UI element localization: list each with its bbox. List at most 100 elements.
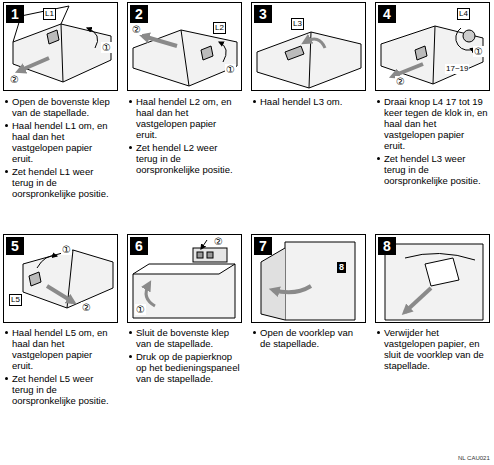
illustration-part: [133, 30, 237, 86]
callout-label: ②: [395, 76, 406, 87]
illustration-part: [133, 264, 235, 274]
step-instruction: Open de voorklep van de stapellade.: [251, 327, 364, 349]
illustration-part: [393, 64, 423, 76]
step-number: 5: [6, 237, 24, 255]
illustration-part: [285, 242, 355, 320]
illustration-part: [201, 240, 207, 249]
illustration-part: [252, 3, 366, 91]
illustration-part: [201, 46, 213, 60]
step-instruction: Haal hendel L3 om.: [251, 96, 364, 107]
callout-label: ①: [61, 244, 72, 255]
step-text-column: Haal hendel L2 om, en haal dan het vastg…: [127, 96, 240, 177]
step-instruction: Zet hendel L3 weer terug in de oorspronk…: [375, 153, 488, 186]
illustration-part: [252, 235, 366, 323]
callout-label: 17~19: [445, 64, 469, 74]
step-instruction: Draai knop L4 17 tot 19 keer tegen de kl…: [375, 96, 488, 151]
step-number: 1: [6, 5, 24, 23]
callout-label: 8: [337, 262, 346, 273]
illustration-part: [433, 26, 435, 84]
step-instruction: Verwijder het vastgelopen papier, en slu…: [375, 327, 488, 371]
step-text-column: Open de voorklep van de stapellade.: [251, 327, 364, 351]
panel-3-drawing: [252, 3, 366, 91]
callout-label: ①: [473, 46, 484, 57]
step-number: 4: [378, 5, 396, 23]
illustration-part: [273, 286, 311, 292]
step-number: 6: [130, 237, 148, 255]
illustration-part: [47, 30, 59, 44]
panel-7-drawing: [252, 235, 366, 323]
illustration-part: [193, 248, 227, 262]
step-text-column: Open de bovenste klep van de stapellade.…: [3, 96, 116, 201]
illustration-part: [133, 264, 235, 318]
illustration-part: [4, 3, 118, 91]
step-number: 2: [130, 5, 148, 23]
illustration-part: [385, 244, 483, 320]
step-text-column: Draai knop L4 17 tot 19 keer tegen de kl…: [375, 96, 488, 188]
step-text-column: Haal hendel L3 om.: [251, 96, 364, 109]
illustration-part: [181, 30, 189, 86]
step-instruction: Zet hendel L1 weer terug in de oorspronk…: [3, 166, 116, 199]
panel-5-drawing: [4, 235, 118, 323]
step-instruction: Zet hendel L2 weer terug in de oorspronk…: [127, 142, 240, 175]
callout-label: ②: [131, 24, 142, 35]
step-instruction: Sluit de bovenste klep van de stapellade…: [127, 327, 240, 349]
callout-label: ②: [81, 302, 92, 313]
illustration-part: [415, 46, 427, 60]
panel-6-drawing: [128, 235, 242, 323]
illustration-part: [47, 286, 73, 302]
illustration-part: [405, 253, 475, 260]
illustration-part: [261, 248, 285, 320]
step-instruction: Haal hendel L2 om, en haal dan het vastg…: [127, 96, 240, 140]
illustration-part: [463, 30, 475, 42]
callout-label: L3: [291, 18, 304, 30]
step-number: 3: [254, 5, 272, 23]
callout-label: ①: [225, 64, 236, 75]
panel-1-drawing: [4, 3, 118, 91]
callout-label: L2: [213, 22, 226, 34]
step-instruction: Open de bovenste klep van de stapellade.: [3, 96, 116, 118]
illustration-part: [4, 235, 118, 323]
step-instruction: Haal hendel L1 om, en haal dan het vastg…: [3, 120, 116, 164]
illustration-part: [128, 235, 242, 323]
panel-2-drawing: [128, 3, 242, 91]
illustration-part: [61, 24, 63, 82]
panel-8-drawing: [376, 235, 490, 323]
illustration-part: [219, 42, 226, 62]
step-text-column: Haal hendel L5 om, en haal dan het vastg…: [3, 327, 116, 408]
step-number: 8: [378, 237, 396, 255]
step-instruction: Haal hendel L5 om, en haal dan het vastg…: [3, 327, 116, 371]
illustration-part: [257, 32, 361, 88]
step-number: 7: [254, 237, 272, 255]
illustration-part: [23, 250, 113, 308]
illustration-part: [305, 39, 325, 48]
illustration-part: [13, 24, 111, 82]
illustration-part: [285, 46, 304, 60]
illustration-part: [19, 58, 49, 71]
callout-label: ①: [135, 304, 146, 315]
callout-label: ①: [101, 42, 112, 53]
panel-4-drawing: [376, 3, 490, 91]
callout-label: ②: [9, 74, 20, 85]
illustration-part: [146, 284, 155, 306]
callout-label: L1: [43, 8, 56, 20]
callout-label: ②: [213, 236, 224, 247]
illustration-part: [29, 272, 41, 286]
step-text-column: Sluit de bovenste klep van de stapellade…: [127, 327, 240, 386]
illustration-part: [128, 3, 242, 91]
figure-code: NL CAU021: [458, 455, 490, 462]
illustration-part: [37, 256, 57, 268]
illustration-part: [376, 235, 490, 323]
step-instruction: Zet hendel L5 weer terug in de oorspronk…: [3, 373, 116, 406]
illustration-part: [425, 258, 459, 286]
step-text-column: Verwijder het vastgelopen papier, en slu…: [375, 327, 488, 373]
illustration-part: [197, 252, 203, 258]
callout-label: L4: [457, 8, 470, 20]
illustration-part: [87, 28, 98, 48]
callout-label: L5: [9, 294, 22, 306]
illustration-part: [405, 288, 431, 312]
illustration-part: [207, 252, 213, 258]
illustration-part: [376, 3, 490, 91]
step-instruction: Druk op de papierknop op het bedieningsp…: [127, 351, 240, 384]
illustration-part: [143, 36, 177, 46]
